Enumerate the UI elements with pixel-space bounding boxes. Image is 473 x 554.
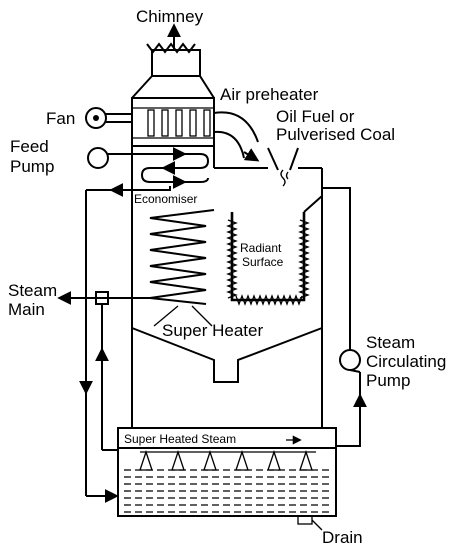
radiant-surface-label-line2: Surface bbox=[242, 255, 284, 269]
fan-label: Fan bbox=[46, 109, 75, 128]
burner bbox=[267, 147, 299, 187]
steam-circulating-pump-label-line3: Pump bbox=[366, 371, 410, 390]
drain-label: Drain bbox=[322, 528, 363, 547]
steam-circulating-pump-label-line2: Circulating bbox=[366, 352, 446, 371]
radiant-surface bbox=[226, 195, 323, 306]
steam-main-label-line2: Main bbox=[8, 300, 45, 319]
steam-main-outlet bbox=[57, 291, 150, 451]
downcomer bbox=[79, 190, 119, 503]
steam-drum bbox=[117, 427, 337, 517]
feed-pump bbox=[87, 147, 109, 169]
economiser-label: Economiser bbox=[134, 192, 197, 206]
drain-valve bbox=[297, 515, 323, 531]
boiler-casing bbox=[131, 146, 323, 428]
oil-fuel-label-line1: Oil Fuel or bbox=[276, 107, 355, 126]
super-heater-coil bbox=[149, 209, 215, 327]
oil-fuel-label-line2: Pulverised Coal bbox=[276, 125, 395, 144]
feed-pump-label-line1: Feed bbox=[10, 137, 49, 156]
fan bbox=[85, 107, 132, 129]
radiant-surface-label-line1: Radiant bbox=[240, 241, 282, 255]
steam-main-label-line1: Steam bbox=[8, 281, 57, 300]
steam-circulating-pump-label-line1: Steam bbox=[366, 333, 415, 352]
super-heater-label: Super Heater bbox=[162, 321, 263, 340]
feed-pump-label-line2: Pump bbox=[10, 157, 54, 176]
economiser-coil bbox=[86, 147, 210, 197]
super-heated-steam-label: Super Heated Steam bbox=[124, 432, 236, 446]
chimney bbox=[131, 23, 215, 99]
air-preheater bbox=[131, 97, 260, 162]
chimney-label: Chimney bbox=[136, 7, 204, 26]
air-preheater-label: Air preheater bbox=[220, 85, 319, 104]
steam-circulating-pump bbox=[322, 187, 367, 447]
